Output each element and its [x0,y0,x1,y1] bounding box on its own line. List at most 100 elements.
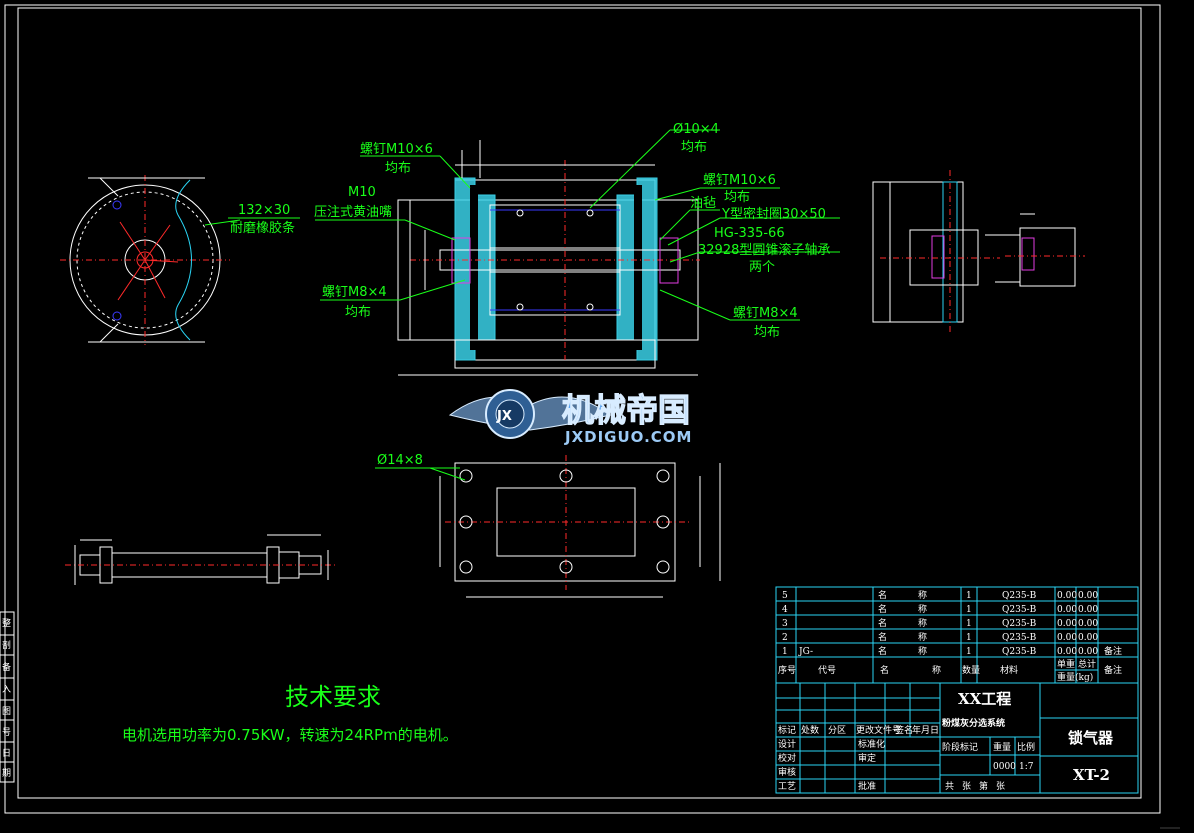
jxdiguo-logo: JX [448,389,612,439]
label-uniform-2: 均布 [345,305,371,320]
shaft-view [65,534,335,585]
bom-header-name1: 名 [880,664,889,676]
bom-header-total-w: 总计 [1078,658,1096,670]
tb-standardize: 标准化 [858,738,885,750]
tb-sign: 签名 [895,724,913,736]
bom-name1-3: 名 [878,617,887,629]
bom-header-no: 序号 [778,664,796,676]
label-screw-m10-right: 螺钉M10×6 [703,173,776,188]
label-grease-cup: 压注式黄油嘴 [314,205,392,220]
label-uniform-5: 均布 [754,325,780,340]
bom-name1-2: 名 [878,631,887,643]
label-screw-m10-left: 螺钉M10×6 [360,142,433,157]
bom-qty-1: 1 [966,647,972,657]
side-mark-5: 图 [2,706,11,717]
bom-no-5: 5 [782,591,788,601]
title-block [775,682,1139,794]
side-mark-2: 剖 [2,639,11,651]
bom-material-5: Q235-B [1002,591,1037,601]
bom-no-2: 2 [782,633,788,643]
bom-name2-1: 称 [918,645,927,657]
main-section-view [397,140,700,376]
bom-header-unit-w2: 重量(kg) [1057,671,1093,683]
bom-no-4: 4 [782,605,788,615]
bom-material-4: Q235-B [1002,605,1037,615]
bom-header-qty: 数量 [962,664,980,676]
left-binding-strip: 整 剖 备 入 图 号 日 期 [0,611,15,783]
label-uniform-4: 均布 [724,190,750,205]
tb-count: 处数 [801,724,819,736]
bom-name2-3: 称 [918,617,927,629]
logo-text-en: JXDIGUO.COM [564,428,692,446]
tb-scale-val: 1:7 [1019,762,1034,772]
tb-part-name: 锁气器 [1068,729,1114,747]
bom-w2-3: 0.00 [1078,619,1098,629]
bom-header: 序号 代号 名 称 数量 材料 单重 重量(kg) 总计 备注 [778,658,1122,683]
bom-w2-5: 0.00 [1078,591,1098,601]
side-mark-7: 日 [2,748,11,759]
side-mark-4: 入 [2,684,11,695]
label-uniform-1: 均布 [385,161,411,176]
bom-no-3: 3 [782,619,788,629]
bom-code-1: JG- [798,647,813,657]
label-strip-desc: 耐磨橡胶条 [230,220,295,236]
tb-weight: 重量 [993,741,1011,753]
bom-material-2: Q235-B [1002,633,1037,643]
bom-material-1: Q235-B [1002,647,1037,657]
tb-review: 审定 [858,752,876,764]
tb-weight-val: 0000 [993,762,1016,772]
label-screw-m8-right: 螺钉M8×4 [733,306,798,321]
bom-header-remark: 备注 [1104,664,1122,676]
end-view [872,170,1085,335]
bom-header-unit-w: 单重 [1057,658,1075,670]
label-hg-std: HG-335-66 [714,226,785,241]
label-hole-d10: Ø10×4 [673,122,719,137]
tb-check: 校对 [778,752,796,764]
logo-badge: JX [496,409,512,424]
label-y-seal: Y型密封圈30×50 [721,206,826,222]
label-bearing: 32928型圆锥滚子轴承 [698,242,830,258]
bom-header-material: 材料 [1000,664,1018,676]
tb-system: 粉煤灰分选系统 [942,717,1005,729]
bom-name2-4: 称 [918,603,927,615]
bom-w1-5: 0.00 [1057,591,1077,601]
tb-craft: 工艺 [778,781,796,792]
label-uniform-3: 均布 [681,140,707,155]
tb-process: 审核 [778,766,796,778]
flange-plate-view [439,455,721,598]
bom-name1-4: 名 [878,603,887,615]
tb-zone: 分区 [828,725,846,736]
tb-scale: 比例 [1017,741,1035,753]
drawing-border [4,0,1194,833]
tb-stage-mark: 阶段标记 [942,741,978,753]
tb-date: 年月日 [912,724,939,736]
bom-name2-2: 称 [918,631,927,643]
label-felt: 油毡 [690,196,716,211]
bom-table [775,586,1139,684]
bom-qty-3: 1 [966,619,972,629]
bom-rows: 5 名 称 1 Q235-B 0.00 0.00 4 名 称 1 Q235-B … [782,589,1122,657]
bom-w2-1: 0.00 [1078,647,1098,657]
bom-w1-2: 0.00 [1057,633,1077,643]
side-mark-1: 整 [2,617,11,629]
side-mark-3: 备 [2,661,11,673]
tb-sheets: 共张第张 [945,780,1013,792]
bom-remark-1: 备注 [1104,645,1122,657]
label-bearing-qty: 两个 [749,260,775,275]
bom-w1-4: 0.00 [1057,605,1077,615]
logo-text-cn: 机械帝国 [562,391,690,429]
bom-w2-2: 0.00 [1078,633,1098,643]
label-hole-d14: Ø14×8 [377,453,423,468]
tb-change-doc: 更改文件号 [856,724,901,736]
bom-qty-4: 1 [966,605,972,615]
bom-qty-2: 1 [966,633,972,643]
tb-approve: 批准 [858,780,876,792]
bom-no-1: 1 [782,647,788,657]
bom-name2-5: 称 [918,589,927,601]
bom-name1-5: 名 [878,589,887,601]
side-view-housing [60,175,241,345]
bom-header-code: 代号 [818,665,836,676]
title-block-labels: 标记 处数 分区 更改文件号 签名 年月日 设计 标准化 校对 审定 审核 工艺… [778,724,939,792]
bom-w1-3: 0.00 [1057,619,1077,629]
